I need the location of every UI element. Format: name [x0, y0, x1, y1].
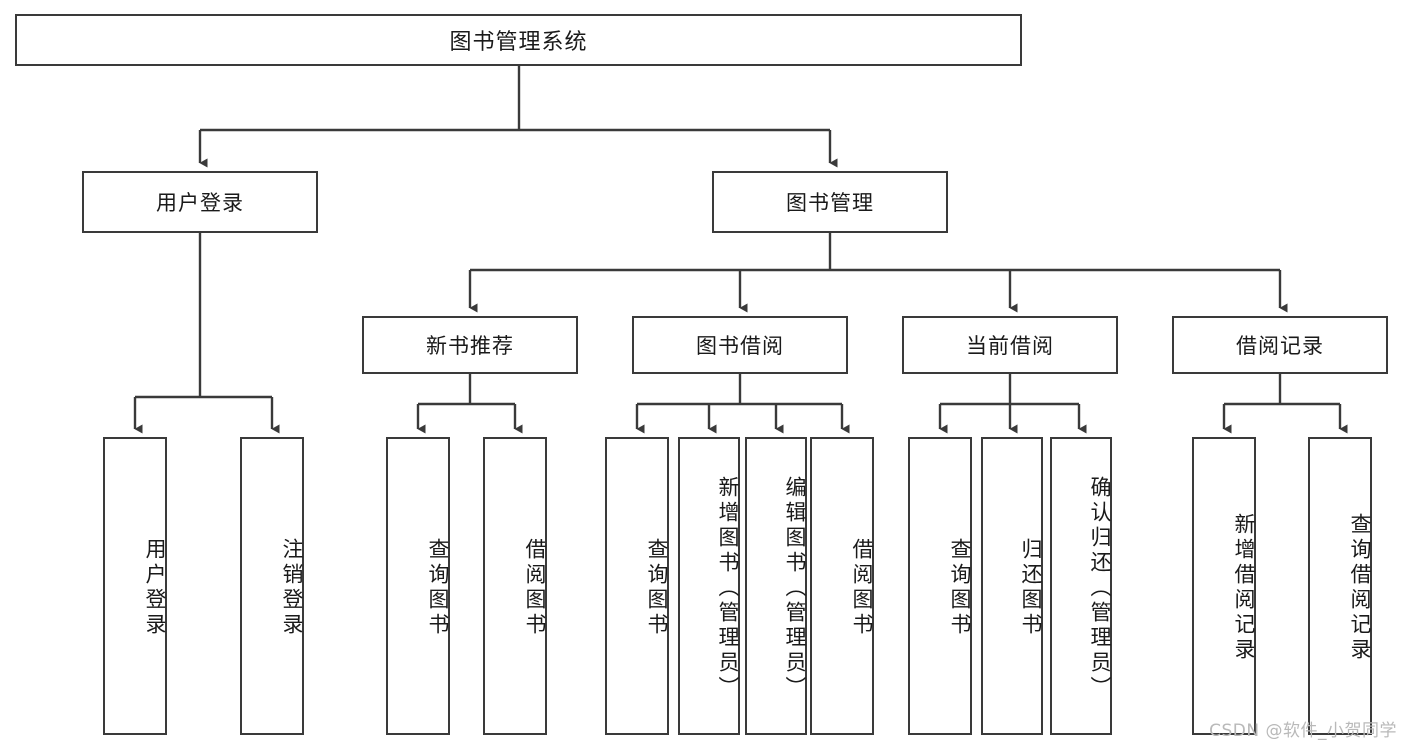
node-leaf-user-login-label: 用户登录 — [143, 538, 167, 638]
node-book-manage-label: 图书管理 — [786, 191, 874, 215]
node-book-borrow-label: 图书借阅 — [696, 334, 784, 358]
node-leaf-return-book-label: 归还图书 — [1019, 538, 1043, 638]
node-leaf-borrow-book-2[interactable]: 借阅图书 — [810, 437, 874, 735]
node-leaf-query-book-1-label: 查询图书 — [426, 538, 450, 638]
node-leaf-borrow-book-1[interactable]: 借阅图书 — [483, 437, 547, 735]
node-leaf-user-logout[interactable]: 注销登录 — [240, 437, 304, 735]
node-leaf-add-book[interactable]: 新增图书（管理员） — [678, 437, 740, 735]
node-leaf-query-book-2-label: 查询图书 — [645, 538, 669, 638]
node-leaf-add-record[interactable]: 新增借阅记录 — [1192, 437, 1256, 735]
node-leaf-return-book[interactable]: 归还图书 — [981, 437, 1043, 735]
node-leaf-query-book-2[interactable]: 查询图书 — [605, 437, 669, 735]
node-leaf-query-record[interactable]: 查询借阅记录 — [1308, 437, 1372, 735]
node-leaf-add-book-label: 新增图书（管理员） — [716, 475, 740, 701]
node-book-borrow[interactable]: 图书借阅 — [632, 316, 848, 374]
node-leaf-edit-book-label: 编辑图书（管理员） — [783, 475, 807, 701]
node-borrow-record-label: 借阅记录 — [1236, 334, 1324, 358]
watermark-text: CSDN @软件_小贺同学 — [1209, 721, 1397, 741]
node-current-borrow-label: 当前借阅 — [966, 334, 1054, 358]
node-leaf-edit-book[interactable]: 编辑图书（管理员） — [745, 437, 807, 735]
node-current-borrow[interactable]: 当前借阅 — [902, 316, 1118, 374]
node-leaf-confirm-return-label: 确认归还（管理员） — [1088, 475, 1112, 701]
node-root[interactable]: 图书管理系统 — [15, 14, 1022, 66]
node-leaf-borrow-book-2-label: 借阅图书 — [850, 538, 874, 638]
node-leaf-add-record-label: 新增借阅记录 — [1232, 513, 1256, 663]
node-user-login[interactable]: 用户登录 — [82, 171, 318, 233]
node-borrow-record[interactable]: 借阅记录 — [1172, 316, 1388, 374]
node-user-login-label: 用户登录 — [156, 191, 244, 215]
node-leaf-confirm-return[interactable]: 确认归还（管理员） — [1050, 437, 1112, 735]
node-leaf-query-book-3[interactable]: 查询图书 — [908, 437, 972, 735]
node-new-book-recommend-label: 新书推荐 — [426, 334, 514, 358]
node-leaf-user-login[interactable]: 用户登录 — [103, 437, 167, 735]
node-new-book-recommend[interactable]: 新书推荐 — [362, 316, 578, 374]
node-leaf-query-book-1[interactable]: 查询图书 — [386, 437, 450, 735]
node-leaf-query-record-label: 查询借阅记录 — [1348, 513, 1372, 663]
node-leaf-user-logout-label: 注销登录 — [280, 538, 304, 638]
node-leaf-query-book-3-label: 查询图书 — [948, 538, 972, 638]
node-leaf-borrow-book-1-label: 借阅图书 — [523, 538, 547, 638]
node-root-label: 图书管理系统 — [449, 30, 588, 55]
node-book-manage[interactable]: 图书管理 — [712, 171, 948, 233]
